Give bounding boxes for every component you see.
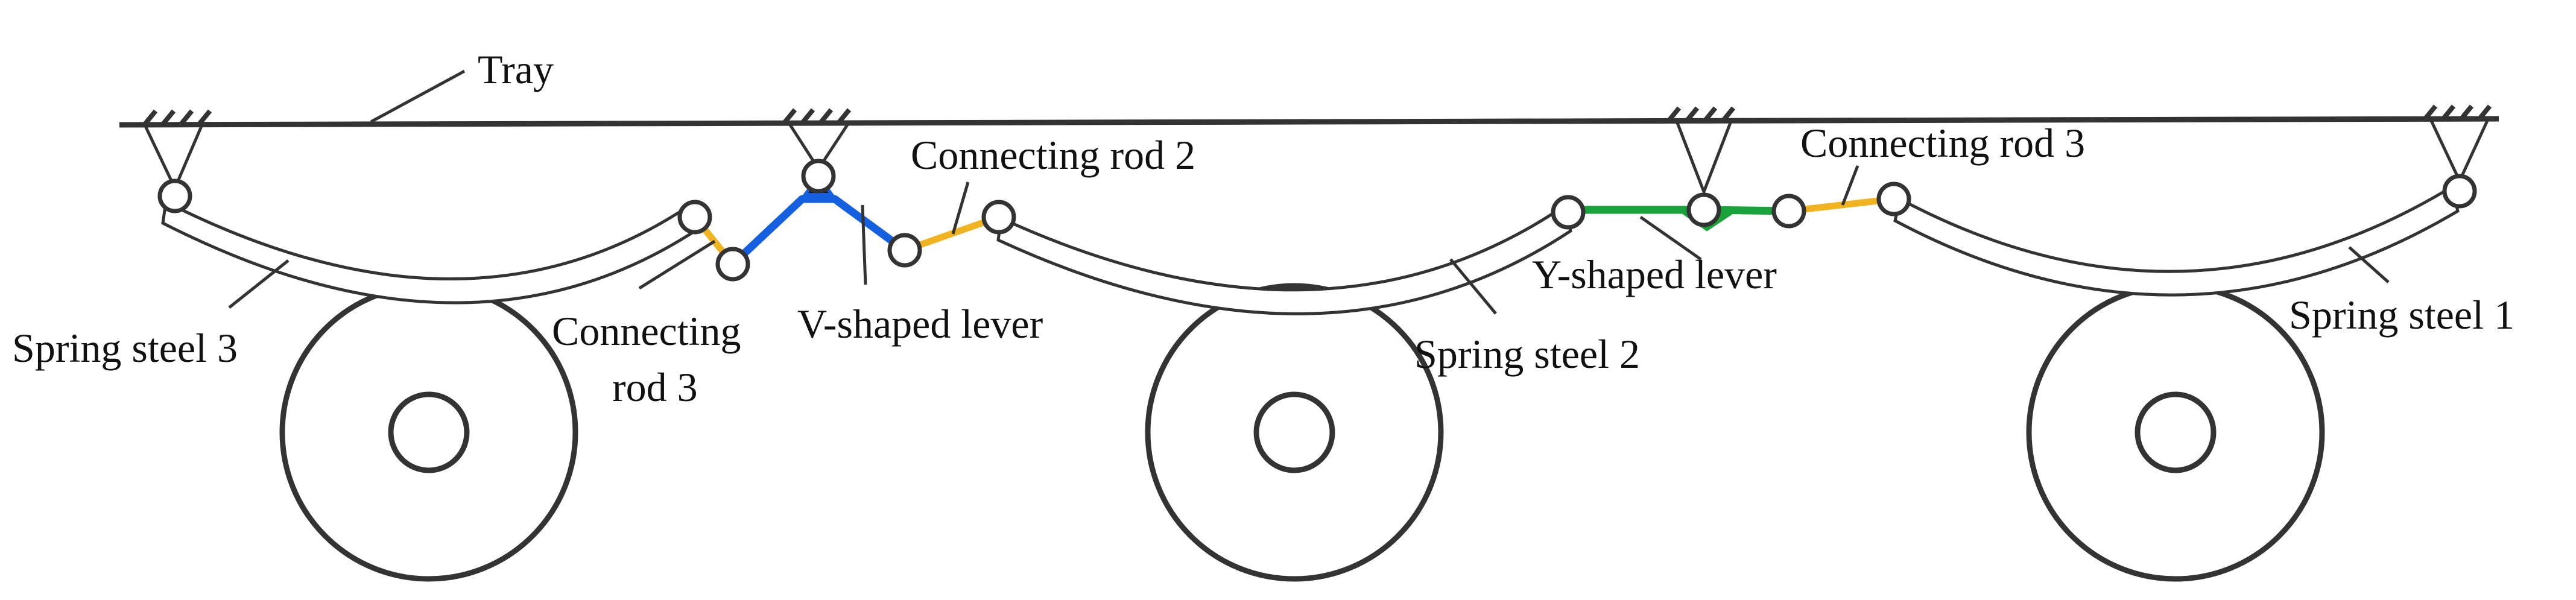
label-connecting-rod-2: Connecting rod 2	[911, 132, 1195, 178]
pin-joint	[715, 247, 750, 282]
pin-joint	[981, 200, 1016, 235]
leader-spring-steel-2	[1449, 258, 1497, 315]
pin-joint	[887, 233, 922, 268]
leader-v-shaped-lever	[861, 204, 867, 285]
leader-spring-steel-1	[2348, 246, 2390, 283]
tray-beam	[119, 116, 2499, 128]
leader-connecting-rod-3-left	[638, 239, 716, 290]
leader-spring-steel-3	[228, 259, 290, 309]
spring-steel-1-leaf	[1893, 185, 2460, 297]
label-spring-steel-2: Spring steel 2	[1414, 331, 1640, 377]
wheel-right	[2026, 283, 2325, 582]
pin-joint	[157, 178, 192, 213]
support-bracket-1	[143, 124, 204, 192]
leader-y-shaped-lever	[1639, 215, 1702, 261]
label-spring-steel-3: Spring steel 3	[12, 325, 238, 371]
pin-joint	[2442, 174, 2477, 209]
wheel-middle	[1145, 283, 1444, 582]
spring-steel-3-leaf	[161, 199, 701, 305]
label-connecting-rod-3-left-line1: Connecting	[552, 308, 741, 354]
support-hatch-2	[782, 108, 852, 125]
pin-joint	[1876, 182, 1911, 216]
label-tray: Tray	[478, 46, 554, 92]
leader-connecting-rod-2	[951, 182, 970, 235]
support-bracket-3	[1675, 121, 1733, 196]
pin-joint	[1551, 195, 1586, 230]
leader-connecting-rod-3-right	[1841, 165, 1859, 206]
label-y-shaped-lever: Y-shaped lever	[1532, 251, 1777, 297]
label-v-shaped-lever: V-shaped lever	[797, 301, 1043, 347]
label-connecting-rod-3-right: Connecting rod 3	[1800, 120, 2085, 166]
pin-joint	[1771, 194, 1806, 229]
y-shaped-lever	[1568, 206, 1790, 232]
support-hatch-1	[142, 109, 212, 126]
support-bracket-4	[2429, 118, 2490, 185]
support-hatch-4	[2422, 104, 2492, 121]
connecting-rod-3-right-line	[1788, 195, 1894, 215]
pin-joint	[1686, 192, 1721, 227]
support-hatch-3	[1666, 106, 1736, 123]
pin-joint	[677, 200, 712, 235]
wheel-left	[279, 283, 578, 582]
leader-tray	[370, 69, 466, 124]
spring-steel-2-leaf	[996, 202, 1572, 315]
label-connecting-rod-3-left-line2: rod 3	[612, 364, 698, 410]
pin-joint	[801, 159, 836, 194]
label-spring-steel-1: Spring steel 1	[2289, 292, 2514, 338]
